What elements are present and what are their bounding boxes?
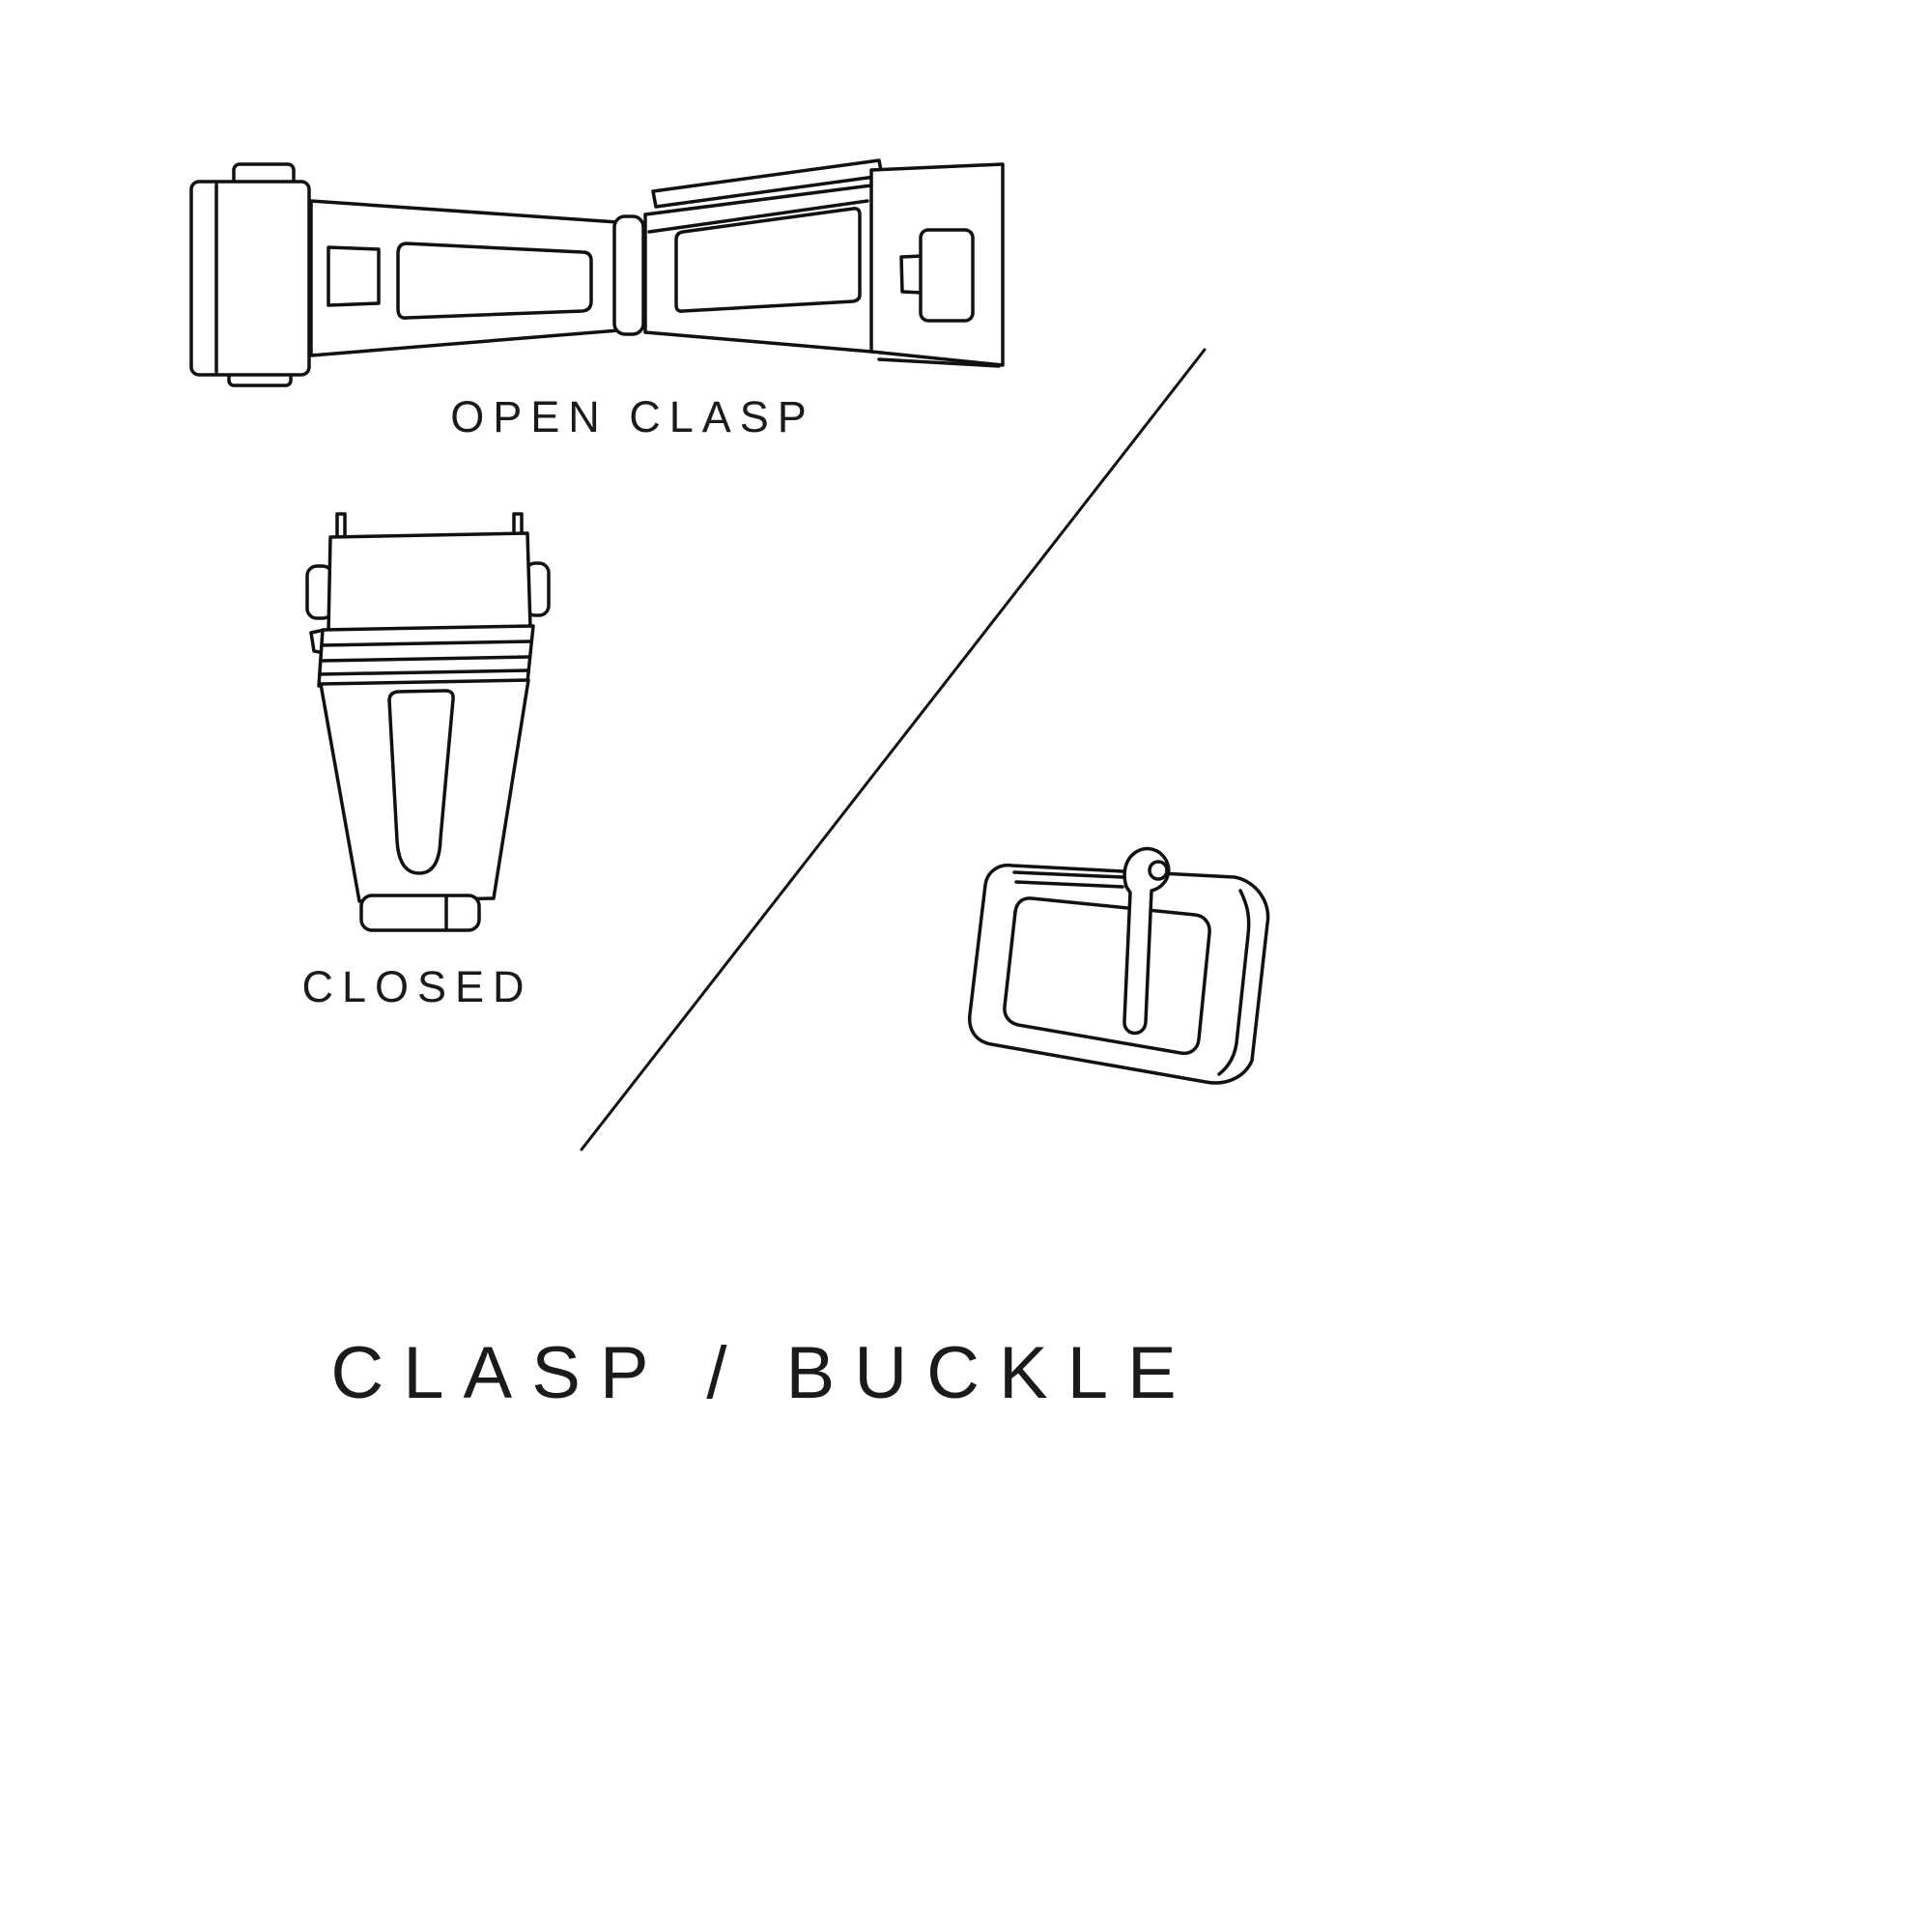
open-clasp-label: OPEN CLASP bbox=[450, 392, 815, 441]
closed-clasp-label: CLOSED bbox=[301, 962, 533, 1011]
pin-buckle-illustration bbox=[970, 849, 1268, 1083]
open-clasp-illustration bbox=[191, 160, 1003, 385]
closed-clasp-illustration bbox=[307, 514, 549, 930]
divider-line bbox=[582, 350, 1205, 1150]
diagram-title: CLASP / BUCKLE bbox=[330, 1332, 1196, 1414]
